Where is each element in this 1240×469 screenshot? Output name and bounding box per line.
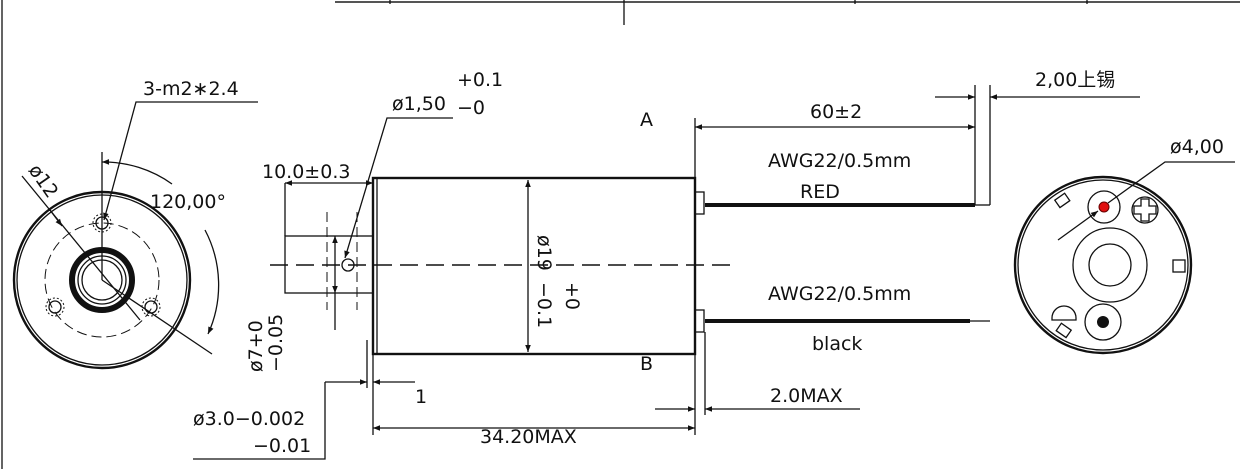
positive-terminal-marker [1098,201,1110,213]
hole-tol-upper: +0.1 [457,69,503,91]
diameter-label: ø12 [24,160,63,202]
terminal-diameter-dim: ø4,00 [1170,136,1224,158]
hole-diameter-dim: ø1,50 [392,93,446,115]
rear-view: ø4,00 [1013,136,1235,355]
boss-length-dim: 1 [415,386,427,408]
body-tol-upper: +0 [561,282,583,310]
boss-diameter-dim: ø3.0−0.002 [193,408,305,430]
section-b-label: B [640,353,653,375]
lead-length-dim: 60±2 [810,101,862,123]
terminal-length-dim: 2.0MAX [770,385,843,407]
red-wire-label: RED [800,181,840,203]
mount-hole [45,297,65,317]
shaft-diameter-dim: ø7+0 [245,320,267,372]
black-wire-spec: AWG22/0.5mm [768,283,911,305]
hole-tol-lower: −0 [457,97,485,119]
angle-label: 120,00° [150,191,226,213]
body-diameter-dim: ø19 [533,235,555,271]
shaft-diameter-tol: −0.05 [265,314,287,372]
thread-label: 3-m2∗2.4 [143,78,239,100]
cross-icon [1133,198,1157,222]
shaft-length-dim: 10.0±0.3 [262,161,350,183]
section-a-label: A [640,109,653,131]
black-wire-label: black [812,333,862,355]
body-length-dim: 34.20MAX [480,426,577,448]
red-wire-spec: AWG22/0.5mm [768,150,911,172]
tinned-length-dim: 2,00上锡 [1035,69,1115,91]
body-tol-lower: −0.1 [533,282,555,328]
side-view: 10.0±0.3 ø1,50 +0.1 −0 ø7+0 −0.05 ø19 +0… [193,69,1140,460]
boss-diameter-tol: −0.01 [253,435,311,457]
front-view: 3-m2∗2.4 120,00° ø12 [12,78,258,370]
